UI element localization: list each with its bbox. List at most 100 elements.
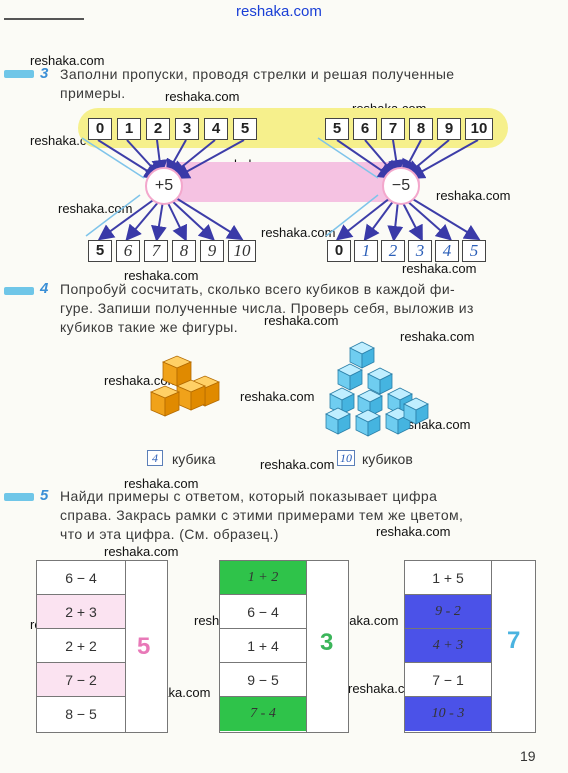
watermark: reshaka.com <box>124 268 199 283</box>
arrow <box>336 139 395 180</box>
arrow <box>405 199 452 241</box>
example-row[interactable]: 9 - 2 <box>405 595 491 629</box>
example-row[interactable]: 4 + 3 <box>405 629 491 663</box>
watermark: reshaka.com <box>436 188 511 203</box>
arrow <box>166 200 187 242</box>
watermark: reshaka.com <box>264 313 339 328</box>
num-cell: 1 <box>117 118 141 140</box>
num-cell: 5 <box>325 118 349 140</box>
answer-cell: 9 <box>200 240 224 262</box>
answer-cell: 3 <box>408 240 432 262</box>
example-table-1: 6 − 4 2 + 3 2 + 2 7 − 2 8 − 5 5 <box>36 560 168 733</box>
num-cell: 8 <box>409 118 433 140</box>
arrow <box>166 139 187 176</box>
task4-text-line3: кубиков такие же фигуры. <box>60 319 239 335</box>
num-cell: 4 <box>204 118 228 140</box>
task4-text-line1: Попробуй сосчитать, сколько всего кубико… <box>60 281 456 297</box>
watermark: reshaka.com <box>348 681 423 696</box>
watermark: reshaka.com <box>376 524 451 539</box>
answer-cell: 8 <box>172 240 196 262</box>
arrow <box>169 139 216 177</box>
watermark: reshaka.com <box>58 201 133 216</box>
task-marker <box>4 287 34 295</box>
example-row[interactable]: 1 + 5 <box>405 561 491 595</box>
arrow <box>363 199 395 242</box>
task5-text-line1: Найди примеры с ответом, который показыв… <box>60 488 438 504</box>
arrow <box>335 197 391 241</box>
arrow <box>170 199 215 241</box>
arrow <box>410 197 481 241</box>
answer-cell: 4 <box>435 240 459 262</box>
answer-cell: 10 <box>228 240 256 262</box>
num-cell: 6 <box>353 118 377 140</box>
blue-cubes-figure <box>325 341 429 437</box>
operation-circle-minus5: −5 <box>382 167 420 205</box>
task-marker <box>4 493 34 501</box>
example-row[interactable]: 7 − 2 <box>37 663 125 697</box>
answer-cell: 7 <box>144 240 168 262</box>
task3-number: 3 <box>40 65 49 82</box>
watermark: reshaka.com <box>240 389 315 404</box>
operation-circle-plus5: +5 <box>145 167 183 205</box>
arrow <box>387 200 404 242</box>
pink-band <box>150 162 420 202</box>
watermark: reshaka.com <box>260 457 335 472</box>
target-number: 7 <box>507 627 521 654</box>
task-marker <box>4 70 34 78</box>
example-row[interactable]: 9 − 5 <box>220 663 306 697</box>
example-row[interactable]: 8 − 5 <box>37 697 125 731</box>
watermark-top: reshaka.com <box>236 3 322 20</box>
num-cell: 0 <box>88 118 112 140</box>
num-cell: 5 <box>233 118 257 140</box>
watermark: reshaka.com <box>261 225 336 240</box>
task5-text-line2: справа. Закрась рамки с этими примерами … <box>60 507 464 523</box>
task4-number: 4 <box>40 280 49 297</box>
arrow <box>125 199 161 242</box>
arrow <box>404 139 450 177</box>
watermark: reshaka.com <box>124 476 199 491</box>
task3-text-line1: Заполни пропуски, проводя стрелки и реша… <box>60 66 455 82</box>
example-row[interactable]: 7 - 4 <box>220 697 306 731</box>
example-row[interactable]: 1 + 2 <box>220 561 306 595</box>
task5-text-line3: что и эта цифра. (См. образец.) <box>60 526 279 542</box>
arrow <box>408 139 479 179</box>
arrow <box>97 197 157 241</box>
arrow <box>173 139 245 179</box>
num-cell: 3 <box>175 118 199 140</box>
watermark: reshaka.com <box>30 53 105 68</box>
example-table-3: 1 + 5 9 - 2 4 + 3 7 − 1 10 - 3 7 <box>404 560 536 733</box>
caption-right: кубиков <box>362 451 413 467</box>
answer-cell: 0 <box>327 240 351 262</box>
example-row[interactable]: 2 + 2 <box>37 629 125 663</box>
example-table-2: 1 + 2 6 − 4 1 + 4 9 − 5 7 - 4 3 <box>219 560 349 733</box>
target-number: 5 <box>137 633 151 660</box>
watermark: reshaka.com <box>400 329 475 344</box>
watermark: reshaka.com <box>104 373 179 388</box>
example-row[interactable]: 10 - 3 <box>405 697 491 731</box>
watermark: reshaka.com <box>165 89 240 104</box>
example-row[interactable]: 2 + 3 <box>37 595 125 629</box>
answer-column <box>125 561 167 732</box>
example-row[interactable]: 6 − 4 <box>37 561 125 595</box>
answer-column <box>491 561 535 732</box>
answer-cell: 1 <box>354 240 378 262</box>
watermark: reshaka.com <box>104 544 179 559</box>
task3-text-line2: примеры. <box>60 85 126 101</box>
num-cell: 7 <box>381 118 405 140</box>
example-row[interactable]: 6 − 4 <box>220 595 306 629</box>
task4-text-line2: гуре. Запиши полученные числа. Проверь с… <box>60 300 474 316</box>
arrow <box>175 197 244 241</box>
caption-left: кубика <box>172 451 216 467</box>
answer-cell: 6 <box>116 240 140 262</box>
answer-column <box>306 561 348 732</box>
answer-cell: 5 <box>88 240 112 262</box>
example-row[interactable]: 7 − 1 <box>405 663 491 697</box>
arrow <box>151 200 167 242</box>
arrow <box>151 139 168 176</box>
answer-box-left: 4 <box>147 450 163 466</box>
answer-box-right: 10 <box>337 450 355 466</box>
example-row[interactable]: 1 + 4 <box>220 629 306 663</box>
answer-cell: 2 <box>381 240 405 262</box>
num-cell: 9 <box>437 118 461 140</box>
